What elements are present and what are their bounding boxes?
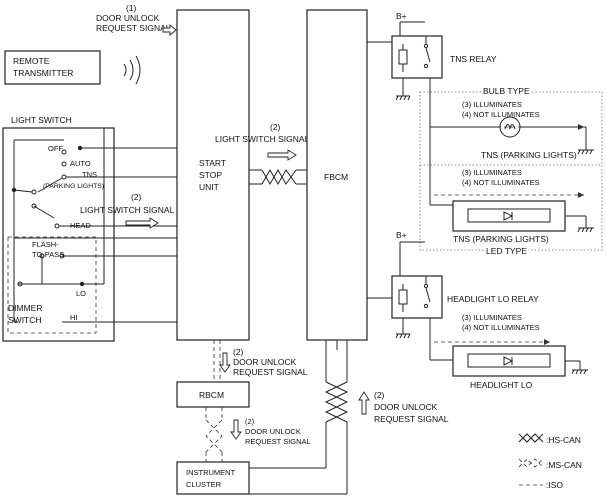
bulb-type-label: BULB TYPE bbox=[483, 86, 530, 96]
ls-signal-mid-arrow bbox=[267, 149, 297, 161]
ls-signal-left-number: (2) bbox=[131, 192, 142, 202]
ls-signal-left-text: LIGHT SWITCH SIGNAL bbox=[80, 205, 175, 215]
legend-ms-can: :MS-CAN bbox=[546, 460, 582, 470]
led-ground-icon bbox=[577, 227, 594, 233]
switch-pos-lo: LO bbox=[76, 289, 86, 298]
switch-pos-off: OFF bbox=[48, 144, 63, 153]
headlight-lo-relay-internals bbox=[398, 276, 431, 312]
ssu-rbcm-number: (2) bbox=[233, 347, 244, 357]
tns-relay-box bbox=[391, 35, 443, 79]
lo-dash-arrow bbox=[544, 339, 550, 345]
light-switch-contacts bbox=[11, 128, 177, 323]
signal-1-number: (1) bbox=[126, 3, 137, 13]
headlight-lo-module bbox=[452, 345, 566, 377]
tns-relay-label: TNS RELAY bbox=[450, 54, 497, 64]
remote-transmitter-box bbox=[4, 50, 101, 85]
bulb-not-illuminates: (4) NOT ILLUMINATES bbox=[462, 110, 540, 119]
rbcm-box bbox=[176, 381, 250, 408]
ls-signal-mid-text: LIGHT SWITCH SIGNAL bbox=[215, 134, 310, 144]
switch-pos-auto: AUTO bbox=[70, 159, 91, 168]
lo-bplus: B+ bbox=[396, 230, 407, 240]
lo-illuminates: (3) ILLUMINATES bbox=[462, 313, 522, 322]
lo-not-illuminates: (4) NOT ILLUMINATES bbox=[462, 323, 540, 332]
led-type-label: LED TYPE bbox=[486, 246, 527, 256]
bulb-ground-icon bbox=[577, 149, 594, 155]
legend-iso: :ISO bbox=[546, 480, 563, 490]
signal-1-text-b: REQUEST SIGNAL bbox=[96, 23, 171, 33]
tns-led-module bbox=[452, 200, 566, 232]
ssu-label-2: STOP bbox=[199, 170, 222, 180]
tns-bplus: B+ bbox=[396, 11, 407, 21]
dimmer-switch-box bbox=[7, 236, 97, 334]
tns-type-frame bbox=[419, 91, 603, 251]
ic-label-2: CLUSTER bbox=[186, 480, 222, 489]
rbcm-ic-text-a: DOOR UNLOCK bbox=[245, 427, 301, 436]
dimmer-label-2: SWITCH bbox=[8, 315, 42, 325]
ls-signal-left-arrow bbox=[125, 217, 159, 229]
ssu-rbcm-text-a: DOOR UNLOCK bbox=[233, 357, 297, 367]
rbcm-ic-arrow bbox=[230, 419, 242, 440]
lo-ground-icon bbox=[571, 369, 588, 375]
headlight-lo-relay-label: HEADLIGHT LO RELAY bbox=[447, 294, 539, 304]
switch-pos-head: HEAD bbox=[70, 221, 91, 230]
fbcm-ic-arrow bbox=[358, 391, 370, 415]
hs-can-twisted-pair-bottom bbox=[324, 381, 349, 423]
legend-hs-can: :HS-CAN bbox=[546, 435, 581, 445]
bulb-illuminates: (3) ILLUMINATES bbox=[462, 100, 522, 109]
remote-transmitter-label-2: TRANSMITTER bbox=[13, 68, 73, 78]
legend-ms-can-icon bbox=[518, 458, 544, 468]
light-switch-title: LIGHT SWITCH bbox=[11, 115, 72, 125]
led-not-illuminates: (4) NOT ILLUMINATES bbox=[462, 178, 540, 187]
dimmer-label-1: DIMMER bbox=[8, 303, 42, 313]
lo-relay-ground-icon bbox=[395, 333, 411, 339]
start-stop-unit-box bbox=[176, 9, 250, 341]
signal-1-text-a: DOOR UNLOCK bbox=[96, 13, 160, 23]
tns-bulb-label: TNS (PARKING LIGHTS) bbox=[481, 150, 577, 160]
headlight-lo-relay-box bbox=[391, 275, 443, 319]
rbcm-ic-number: (2) bbox=[245, 417, 255, 426]
rbcm-label: RBCM bbox=[199, 390, 224, 400]
tns-led-label: TNS (PARKING LIGHTS) bbox=[453, 234, 549, 244]
light-switch-box bbox=[2, 127, 115, 342]
ssu-rbcm-arrow bbox=[219, 352, 231, 373]
switch-pos-parking: (PARKING LIGHTS) bbox=[43, 183, 104, 190]
hs-can-twisted-pair-top bbox=[249, 168, 307, 186]
ic-label-1: INSTRUMENT bbox=[186, 468, 236, 477]
signal-1-arrow bbox=[162, 24, 177, 36]
remote-transmitter-label-1: REMOTE bbox=[13, 56, 50, 66]
led-dash-arrow bbox=[578, 192, 584, 198]
lo-led-icon bbox=[503, 356, 514, 366]
switch-pos-to-pass: TO-PASS bbox=[32, 250, 64, 259]
switch-pos-flash: FLASH- bbox=[32, 240, 59, 249]
bulb-icon bbox=[499, 116, 521, 138]
fbcm-ic-number: (2) bbox=[374, 390, 385, 400]
fbcm-ic-text-b: REQUEST SIGNAL bbox=[374, 414, 449, 424]
legend-hs-can-icon bbox=[518, 433, 544, 443]
switch-pos-hi: HI bbox=[70, 313, 78, 322]
headlight-lo-label: HEADLIGHT LO bbox=[470, 380, 533, 390]
radio-wave-icon bbox=[123, 55, 141, 85]
tns-relay-internals bbox=[398, 36, 431, 72]
ssu-label-3: UNIT bbox=[199, 182, 219, 192]
switch-pos-tns: TNS bbox=[82, 170, 97, 179]
tns-relay-ground-icon bbox=[395, 95, 411, 101]
led-illuminates: (3) ILLUMINATES bbox=[462, 168, 522, 177]
rbcm-ic-text-b: REQUEST SIGNAL bbox=[245, 437, 311, 446]
ls-signal-mid-number: (2) bbox=[270, 122, 281, 132]
ssu-label-1: START bbox=[199, 158, 226, 168]
fbcm-ic-text-a: DOOR UNLOCK bbox=[374, 402, 438, 412]
led-icon bbox=[503, 211, 514, 221]
ssu-rbcm-text-b: REQUEST SIGNAL bbox=[233, 367, 308, 377]
instrument-cluster-box bbox=[176, 461, 250, 495]
fbcm-label: FBCM bbox=[324, 172, 348, 182]
ms-can-twisted-pair bbox=[205, 407, 223, 462]
